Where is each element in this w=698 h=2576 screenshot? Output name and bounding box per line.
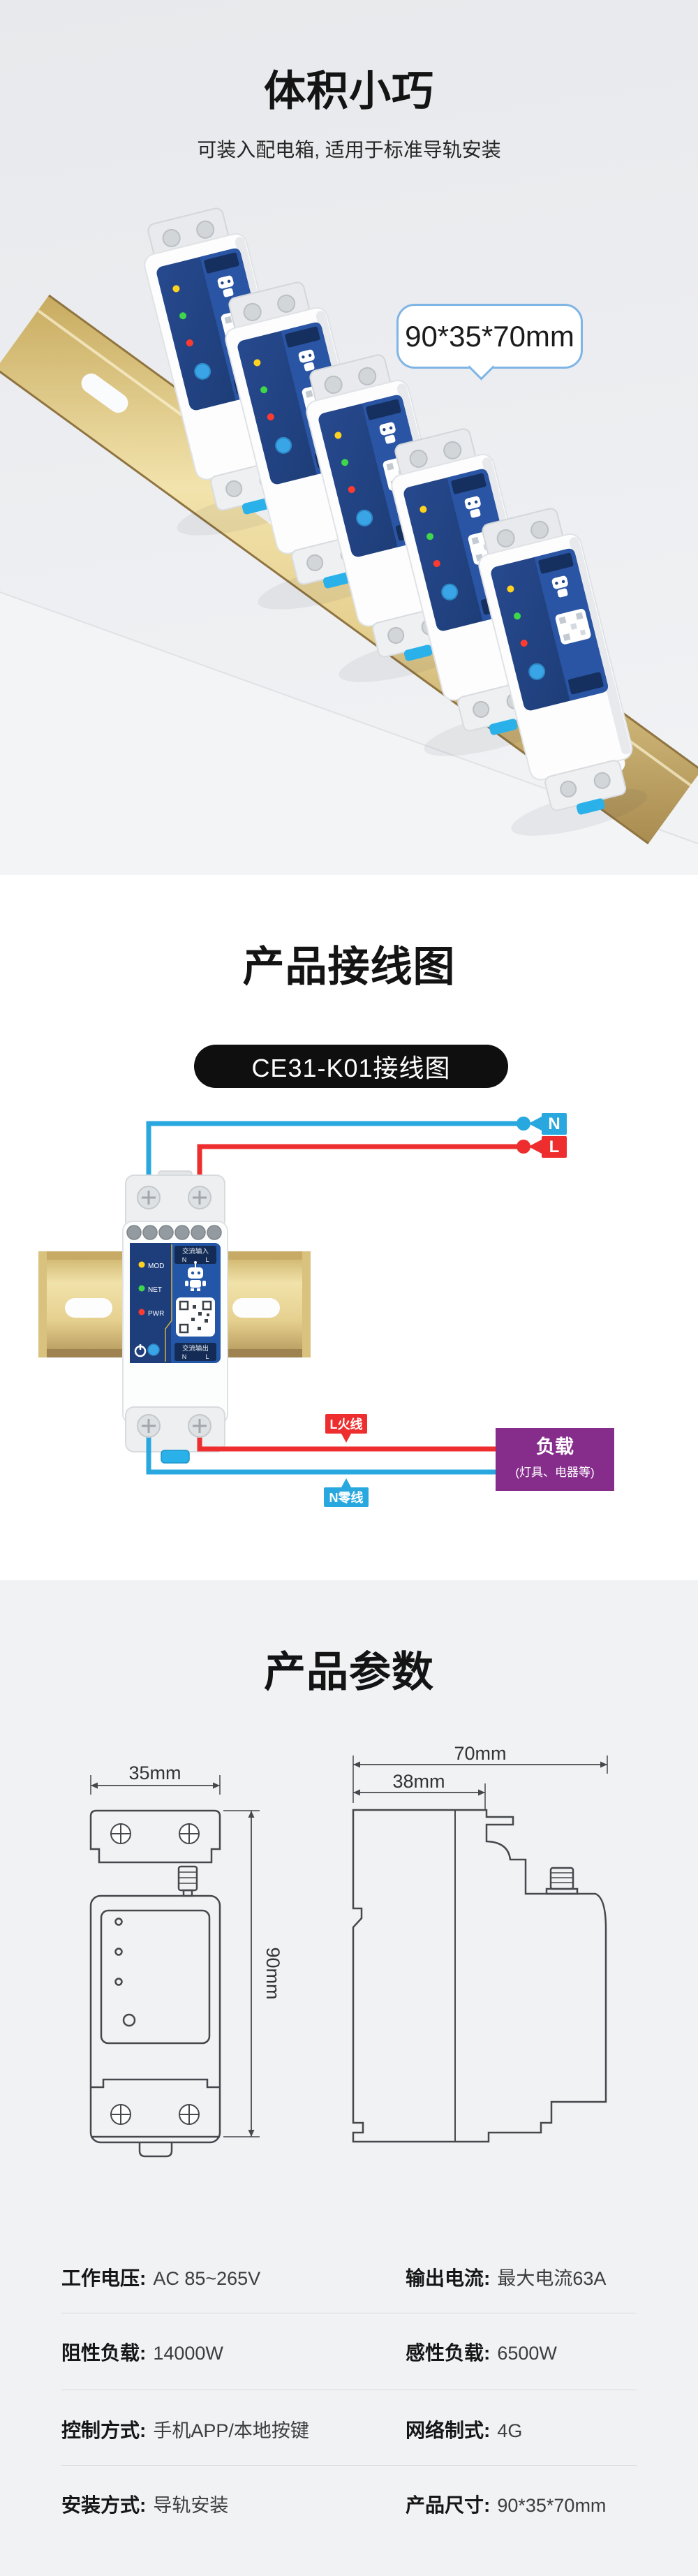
spec-label: 感性负载: xyxy=(406,2342,491,2364)
spec-value: 90*35*70mm xyxy=(497,2495,607,2516)
net-led xyxy=(138,1285,145,1292)
spec-value: 14000W xyxy=(153,2343,223,2364)
ac-input-label: 交流输入 xyxy=(182,1247,209,1256)
input-terminal-screws xyxy=(137,1186,211,1209)
model-badge: CE31-K01接线图 xyxy=(194,1045,508,1088)
neutral-wire-tag-label: N零线 xyxy=(329,1490,364,1505)
pwr-led xyxy=(138,1309,145,1316)
net-led-label: NET xyxy=(148,1286,162,1294)
foreground-plane xyxy=(0,592,698,875)
l-badge: L xyxy=(528,1136,567,1158)
l-badge-label: L xyxy=(549,1138,560,1156)
dim-38mm: 38mm xyxy=(392,1771,445,1792)
dim-70mm: 70mm xyxy=(454,1743,506,1764)
spec-label: 产品尺寸: xyxy=(406,2494,491,2516)
spec-value: 导轨安装 xyxy=(153,2495,229,2516)
vent-holes xyxy=(126,1225,222,1240)
live-wire-in xyxy=(197,1140,530,1207)
spec-divider xyxy=(61,2465,637,2466)
product-photo xyxy=(0,201,698,875)
compact-section-title: 体积小巧 xyxy=(264,68,434,115)
mod-led xyxy=(138,1261,145,1268)
spec-value: 手机APP/本地按键 xyxy=(153,2420,309,2441)
rail-slot xyxy=(232,1298,280,1318)
device-front-panel: MOD NET PWR 交流输入 N L xyxy=(130,1243,221,1363)
n-badge-label: N xyxy=(548,1114,560,1133)
spec-cell: 输出电流: 最大电流63A xyxy=(406,2263,606,2291)
wiring-section-title: 产品接线图 xyxy=(242,943,456,990)
spec-row-1: 工作电压: AC 85~265V 输出电流: 最大电流63A xyxy=(0,2263,698,2292)
ac-input-n: N xyxy=(182,1256,187,1263)
spec-value: 4G xyxy=(497,2420,523,2441)
spec-cell: 感性负载: 6500W xyxy=(406,2338,557,2366)
spec-row-3: 控制方式: 手机APP/本地按键 网络制式: 4G xyxy=(0,2415,698,2445)
rail-slot xyxy=(81,373,128,413)
compact-section-subtitle: 可装入配电箱, 适用于标准导轨安装 xyxy=(197,139,501,161)
dimension-bubble-text: 90*35*70mm xyxy=(405,319,574,353)
load-subtitle: (灯具、电器等) xyxy=(515,1466,594,1479)
ac-output-l: L xyxy=(205,1353,209,1360)
qr-code xyxy=(176,1297,215,1337)
ac-input-l: L xyxy=(205,1256,209,1263)
rail-slot xyxy=(65,1298,112,1318)
spec-label: 输出电流: xyxy=(406,2267,491,2289)
spec-cell: 阻性负载: 14000W xyxy=(61,2338,223,2366)
spec-value: 最大电流63A xyxy=(497,2268,607,2289)
side-view-drawing xyxy=(352,1756,608,2143)
ac-output-n: N xyxy=(182,1353,187,1360)
robot-icon xyxy=(185,1261,206,1291)
spec-label: 阻性负载: xyxy=(61,2342,147,2364)
spec-label: 安装方式: xyxy=(61,2494,147,2516)
spec-cell: 安装方式: 导轨安装 xyxy=(61,2490,228,2518)
neutral-wire-tag: N零线 xyxy=(324,1478,369,1507)
power-button xyxy=(147,1344,160,1356)
spec-cell: 工作电压: AC 85~265V xyxy=(61,2263,260,2291)
power-icon xyxy=(134,1344,147,1357)
spec-row-2: 阻性负载: 14000W 感性负载: 6500W xyxy=(0,2338,698,2367)
spec-cell: 控制方式: 手机APP/本地按键 xyxy=(61,2415,309,2443)
n-badge: N xyxy=(528,1113,567,1135)
wiring-diagram: N L xyxy=(38,1113,614,1507)
live-wire-tag-label: L火线 xyxy=(330,1417,363,1431)
spec-label: 工作电压: xyxy=(61,2267,147,2289)
din-clip xyxy=(161,1450,190,1464)
dim-90mm: 90mm xyxy=(262,1947,283,1999)
spec-cell: 产品尺寸: 90*35*70mm xyxy=(406,2490,606,2518)
spec-value: 6500W xyxy=(497,2343,557,2364)
load-title: 负载 xyxy=(536,1436,574,1457)
spec-label: 网络制式: xyxy=(406,2420,491,2441)
compact-size-section: 体积小巧 可装入配电箱, 适用于标准导轨安装 xyxy=(0,0,698,875)
neutral-wire-out xyxy=(146,1430,496,1475)
dimension-drawings: 35mm 90mm 70mm 38mm xyxy=(89,1743,608,2158)
parameters-section: 产品参数 xyxy=(0,1580,698,2576)
mod-led-label: MOD xyxy=(148,1263,164,1270)
load-box: 负载 (灯具、电器等) xyxy=(496,1428,614,1491)
diagram-device: MOD NET PWR 交流输入 N L xyxy=(122,1170,228,1452)
spec-value: AC 85~265V xyxy=(153,2268,261,2289)
front-view-drawing xyxy=(89,1775,260,2158)
live-wire-tag: L火线 xyxy=(325,1414,367,1443)
ac-output-label: 交流输出 xyxy=(182,1344,209,1353)
pwr-led-label: PWR xyxy=(148,1310,164,1318)
spec-label: 控制方式: xyxy=(61,2420,147,2441)
wiring-section: 产品接线图 CE31-K01接线图 N xyxy=(0,875,698,1580)
spec-cell: 网络制式: 4G xyxy=(406,2415,522,2443)
spec-row-4: 安装方式: 导轨安装 产品尺寸: 90*35*70mm xyxy=(0,2490,698,2519)
output-terminal-screws xyxy=(137,1414,211,1438)
dimension-bubble: 90*35*70mm xyxy=(396,304,583,369)
dim-35mm: 35mm xyxy=(128,1762,181,1783)
parameters-section-title: 产品参数 xyxy=(264,1649,434,1695)
